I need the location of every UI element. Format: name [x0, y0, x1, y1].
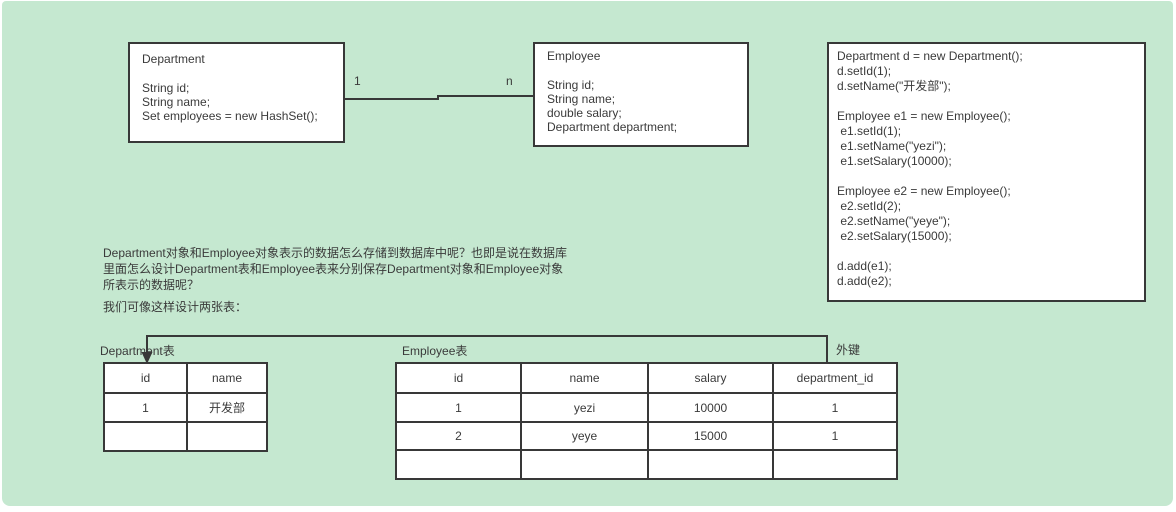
- table-header-cell: department_id: [772, 362, 898, 394]
- code-box: Department d = new Department(); d.setId…: [827, 42, 1146, 302]
- department-table: id name 1 开发部: [103, 362, 268, 452]
- table-header-row: id name salary department_id: [395, 362, 898, 394]
- table-cell: 15000: [647, 421, 774, 451]
- table-header-cell: id: [395, 362, 522, 394]
- department-class-title: Department: [142, 52, 205, 66]
- table-cell: 1: [103, 392, 188, 423]
- table-cell: [772, 449, 898, 480]
- table-cell: yeye: [520, 421, 649, 451]
- code-line: e1.setSalary(10000);: [837, 154, 952, 168]
- table-row: 1 yezi 10000 1: [395, 392, 898, 423]
- code-line: Employee e2 = new Employee();: [837, 184, 1011, 198]
- table-cell: 2: [395, 421, 522, 451]
- code-line: e1.setName("yezi");: [837, 139, 947, 153]
- employee-attr-salary: double salary;: [547, 106, 622, 120]
- table-header-cell: name: [520, 362, 649, 394]
- employee-table: id name salary department_id 1 yezi 1000…: [395, 362, 898, 480]
- code-line: [837, 169, 1142, 184]
- code-line: d.add(e2);: [837, 274, 892, 288]
- department-class-box: Department String id; String name; Set e…: [128, 42, 345, 143]
- association-multiplicity-one: 1: [354, 74, 361, 88]
- table-row: 2 yeye 15000 1: [395, 421, 898, 451]
- department-attr-id: String id;: [142, 81, 190, 95]
- table-header-cell: salary: [647, 362, 774, 394]
- table-header-row: id name: [103, 362, 268, 394]
- table-cell: yezi: [520, 392, 649, 423]
- table-row: [103, 421, 268, 452]
- paragraph-closing: 我们可像这样设计两张表：: [103, 300, 248, 314]
- table-cell: 1: [395, 392, 522, 423]
- table-cell: 开发部: [186, 392, 268, 423]
- code-line: [837, 244, 1142, 259]
- paragraph-line-2: 里面怎么设计Department表和Employee表来分别保存Departme…: [103, 262, 564, 276]
- table-header-cell: id: [103, 362, 188, 394]
- table-cell: [520, 449, 649, 480]
- code-line: d.setName("开发部");: [837, 79, 951, 93]
- code-line: e1.setId(1);: [837, 124, 902, 138]
- code-line: e2.setSalary(15000);: [837, 229, 952, 243]
- code-line: d.setId(1);: [837, 64, 892, 78]
- employee-class-box: Employee String id; String name; double …: [533, 42, 749, 147]
- employee-table-label: Employee表: [402, 344, 468, 358]
- code-line: Department d = new Department();: [837, 49, 1023, 63]
- table-header-cell: name: [186, 362, 268, 394]
- foreign-key-label: 外键: [836, 343, 861, 357]
- code-line: [837, 94, 1142, 109]
- code-line: e2.setId(2);: [837, 199, 902, 213]
- table-cell: 10000: [647, 392, 774, 423]
- paragraph-line-3: 所表示的数据呢？: [103, 278, 200, 292]
- department-attr-name: String name;: [142, 95, 211, 109]
- association-multiplicity-n: n: [506, 74, 513, 88]
- employee-attr-name: String name;: [547, 92, 616, 106]
- code-line: d.add(e1);: [837, 259, 892, 273]
- table-cell: [647, 449, 774, 480]
- table-cell: 1: [772, 392, 898, 423]
- code-line: Employee e1 = new Employee();: [837, 109, 1011, 123]
- employee-attr-id: String id;: [547, 78, 595, 92]
- table-cell: [395, 449, 522, 480]
- paragraph-line-1: Department对象和Employee对象表示的数据怎么存储到数据库中呢？也…: [103, 246, 568, 260]
- employee-attr-department: Department department;: [547, 120, 678, 134]
- code-line: e2.setName("yeye");: [837, 214, 951, 228]
- table-row: 1 开发部: [103, 392, 268, 423]
- department-attr-employees: Set employees = new HashSet();: [142, 109, 318, 123]
- table-cell: [186, 421, 268, 452]
- employee-class-title: Employee: [547, 49, 601, 63]
- table-row: [395, 449, 898, 480]
- table-cell: 1: [772, 421, 898, 451]
- table-cell: [103, 421, 188, 452]
- department-table-label: Department表: [100, 344, 175, 358]
